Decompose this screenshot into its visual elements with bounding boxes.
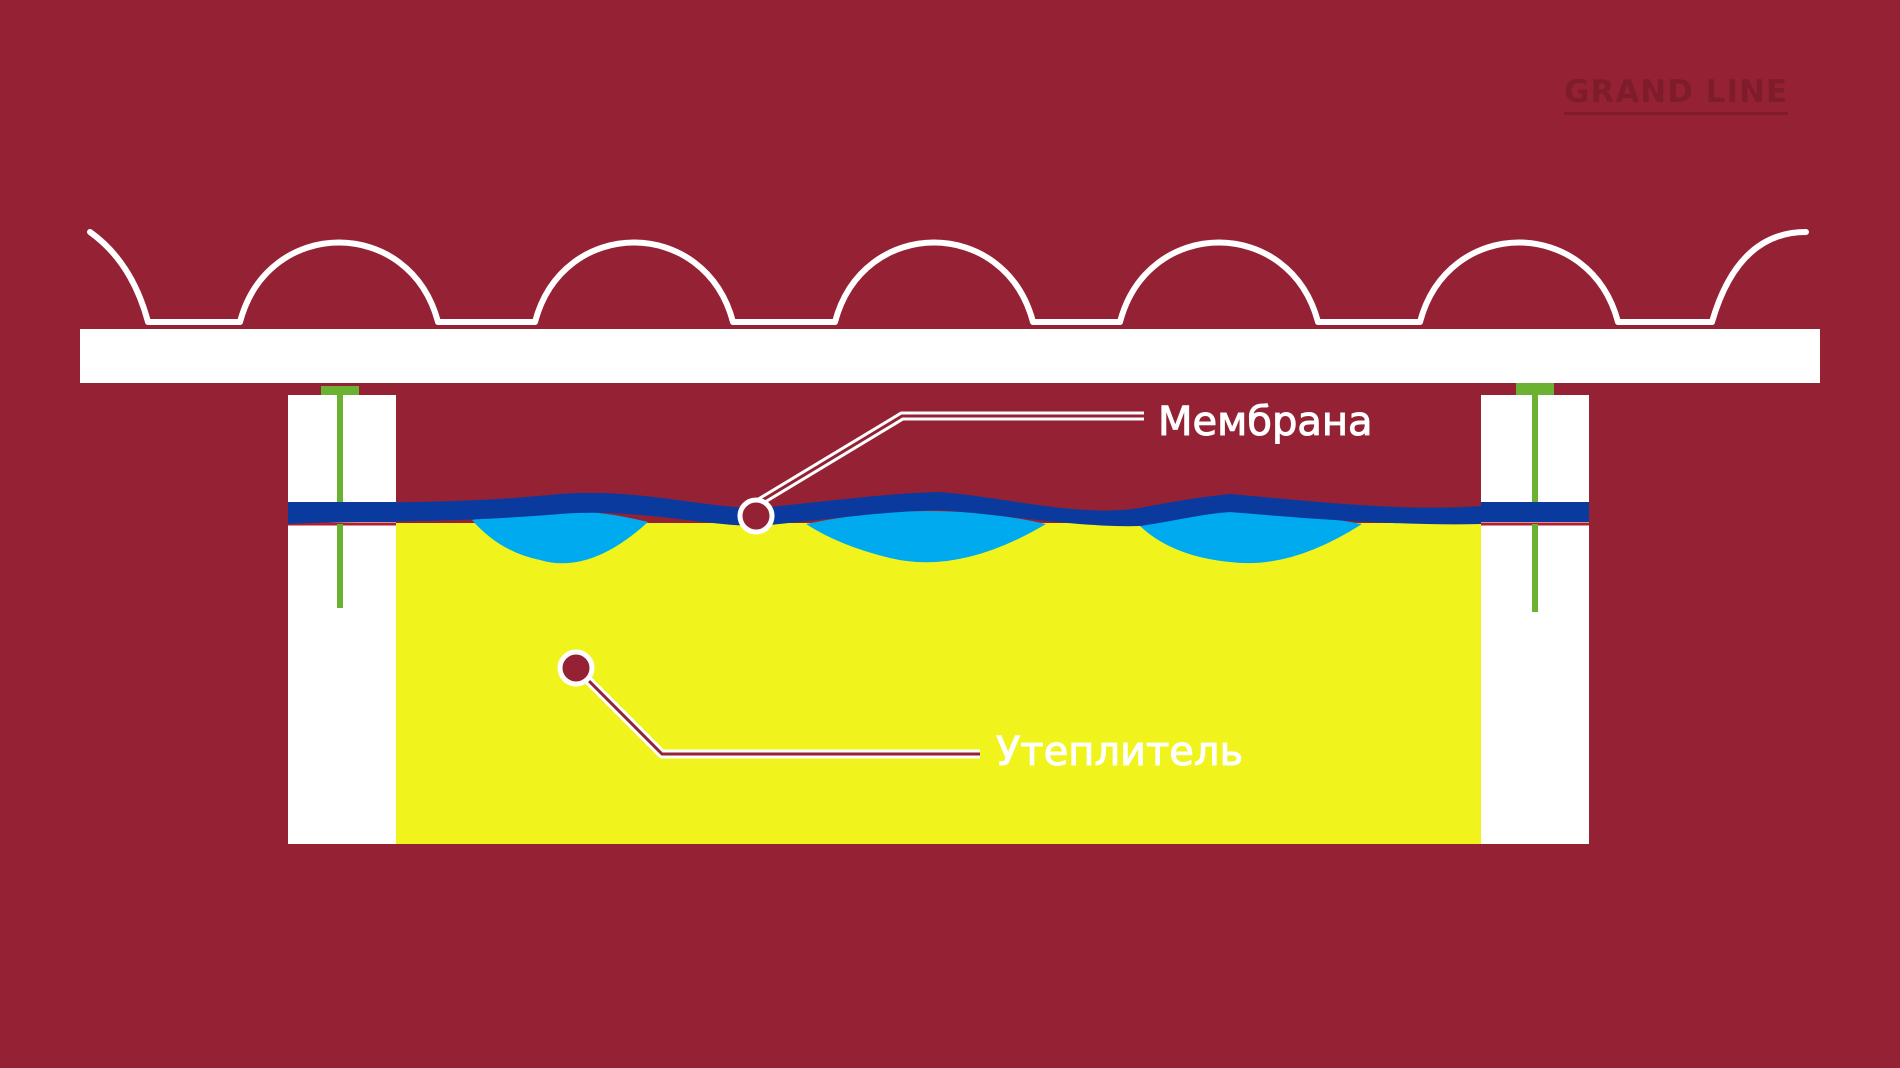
condensate-drop-2: [806, 511, 1046, 563]
callout-membrane-dot: [737, 497, 775, 535]
insulation-label: Утеплитель: [995, 729, 1244, 775]
membrane-label: Мембрана: [1158, 399, 1374, 445]
callout-insulation-dot: [557, 649, 595, 687]
fastener-left: [321, 386, 359, 608]
membrane-strip-right-rafter: [1481, 502, 1589, 522]
callout-membrane-line: [753, 411, 1144, 508]
roof-batten-board: [80, 329, 1820, 383]
membrane-layer: [288, 492, 1481, 527]
condensate-drop-3: [1138, 512, 1362, 564]
fastener-right: [1516, 383, 1554, 612]
condensate-drop-1: [472, 510, 648, 564]
grand-line-logo: GRAND LINE: [1564, 74, 1789, 115]
insulation-layer: [396, 523, 1481, 844]
callout-insulation-line: [572, 664, 980, 759]
corrugated-roof-sheet: [87, 229, 1809, 325]
